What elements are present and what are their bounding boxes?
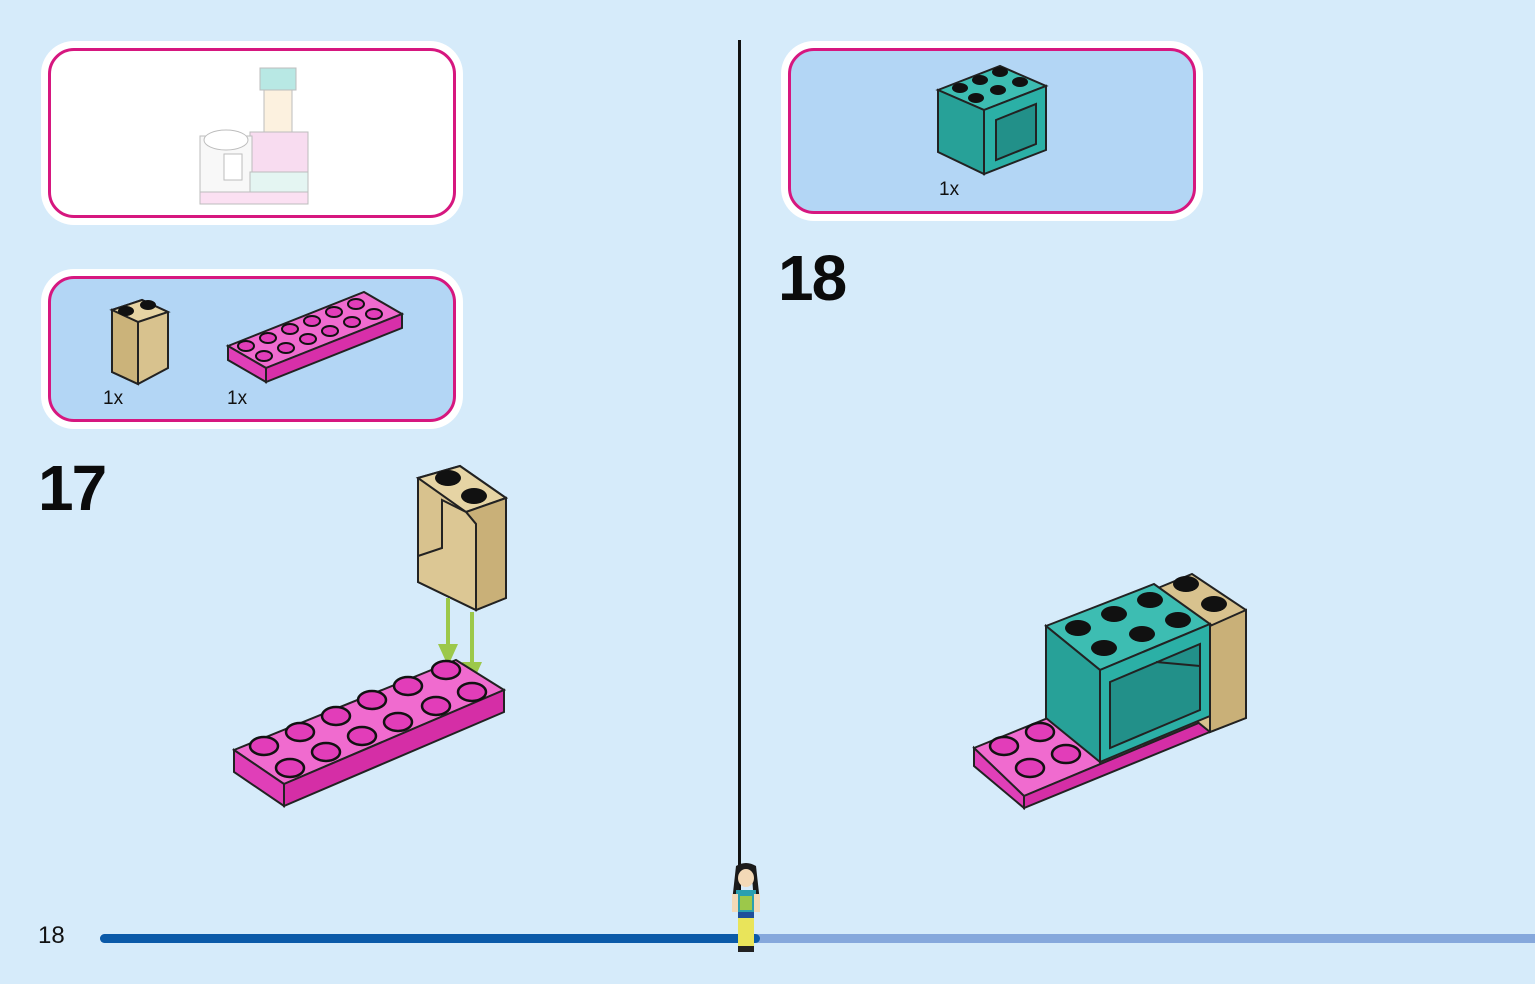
part-quantity-teal-cupboard: 1x [939, 179, 960, 200]
minifigure-progress-marker [732, 863, 761, 952]
progress-fill [100, 934, 761, 943]
progress-track [100, 934, 1535, 943]
part-quantity-magenta-plate: 1x [227, 388, 248, 409]
part-teal-cupboard-image [935, 64, 1049, 176]
page-divider [738, 40, 741, 927]
part-magenta-plate-image [225, 290, 405, 384]
progress-bar [100, 934, 1535, 943]
step-number-17: 17 [38, 452, 107, 524]
part-quantity-tan-panel: 1x [103, 388, 124, 409]
step-17-assembly-image [231, 464, 509, 808]
part-tan-panel-image [109, 298, 171, 386]
page-number: 18 [38, 922, 65, 949]
model-preview-image [199, 67, 309, 205]
step-number-18: 18 [778, 242, 847, 314]
step-18-assembly-image [972, 572, 1247, 811]
